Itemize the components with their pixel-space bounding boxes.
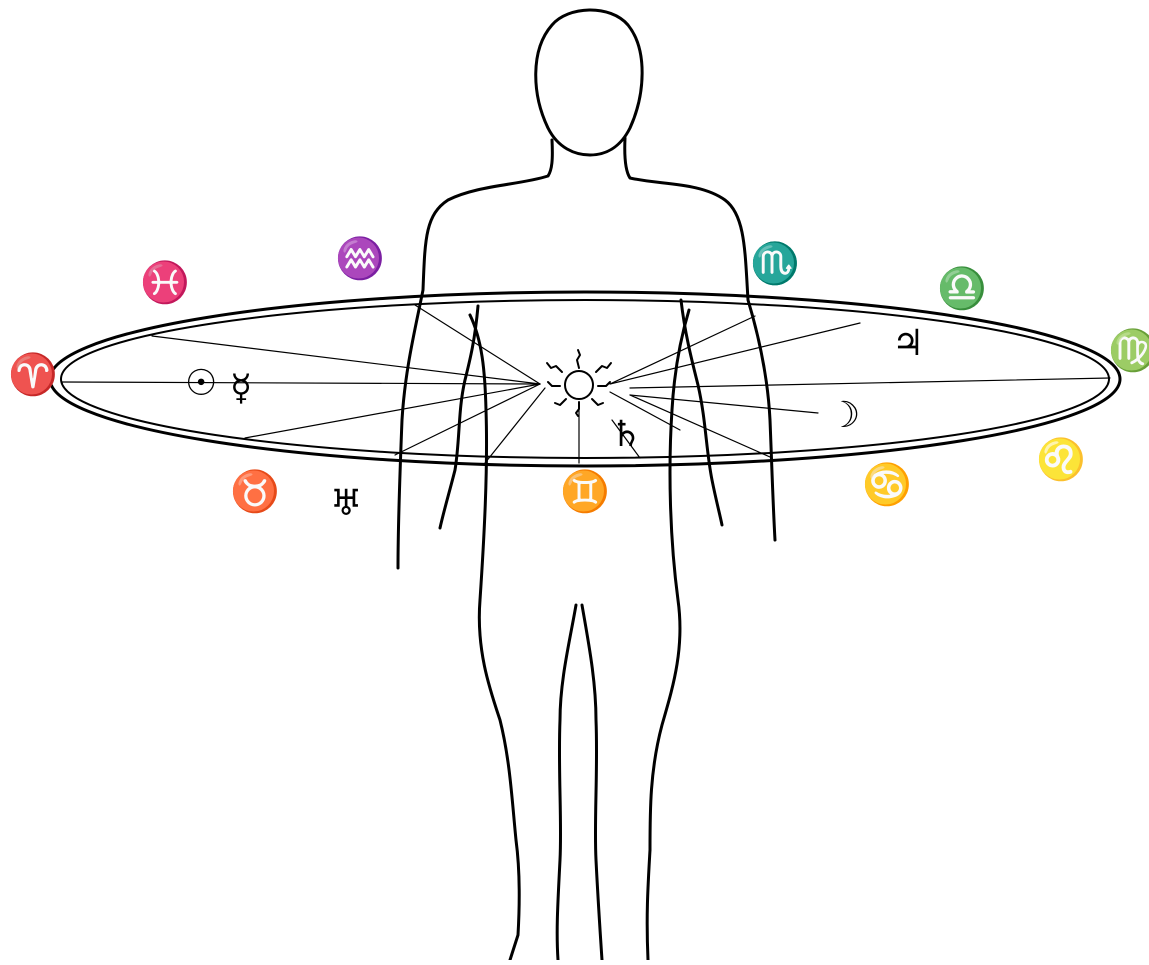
left-leg-outline bbox=[470, 315, 519, 960]
mercury-icon: ☿ bbox=[230, 368, 252, 409]
pisces-icon: ♓ bbox=[140, 259, 190, 306]
libra-icon: ♎ bbox=[937, 265, 987, 312]
moon-icon: ☽ bbox=[828, 395, 860, 436]
saturn-icon: ♄ bbox=[610, 414, 642, 455]
planet-symbols: ☉ ☿ ♃ ☽ ♄ ♅ bbox=[185, 323, 924, 524]
sun-icon: ☉ bbox=[185, 363, 217, 404]
cancer-icon: ♋ bbox=[862, 461, 912, 508]
taurus-icon: ♉ bbox=[230, 468, 280, 515]
virgo-icon: ♍ bbox=[1108, 327, 1149, 374]
aquarius-icon: ♒ bbox=[335, 235, 385, 282]
radial-spokes bbox=[62, 305, 1110, 463]
central-sun-figure bbox=[547, 350, 611, 416]
aries-icon: ♈ bbox=[8, 351, 58, 398]
inner-right-leg bbox=[582, 605, 602, 960]
gemini-icon: ♊ bbox=[560, 468, 610, 515]
zodiac-signs: ♈ ♓ ♒ ♏ ♎ ♍ ♌ ♋ ♊ ♉ bbox=[8, 235, 1149, 515]
left-body-outline bbox=[398, 140, 552, 568]
right-body-outline bbox=[625, 138, 775, 540]
head-outline bbox=[536, 10, 642, 155]
uranus-icon: ♅ bbox=[330, 483, 362, 524]
inner-left-leg bbox=[557, 605, 576, 960]
jupiter-icon: ♃ bbox=[892, 323, 924, 364]
leo-icon: ♌ bbox=[1036, 436, 1086, 483]
right-leg-outline bbox=[647, 310, 689, 960]
scorpio-icon: ♏ bbox=[750, 240, 800, 287]
